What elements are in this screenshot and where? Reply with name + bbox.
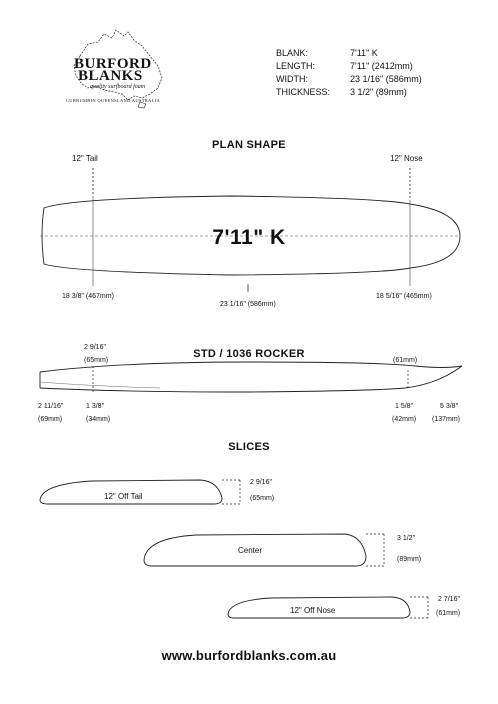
australia-map-logo xyxy=(73,29,163,109)
tail-12-label: 12" Tail xyxy=(72,154,98,163)
spec-label-thickness: THICKNESS: xyxy=(276,87,331,97)
footer-url[interactable]: www.burfordblanks.com.au xyxy=(161,648,337,663)
rocker-inner-line xyxy=(39,381,161,389)
spec-label-width: WIDTH: xyxy=(276,74,308,84)
slice-nose-dim-inch: 2 7/16" xyxy=(438,596,460,603)
plan-shape-title: PLAN SHAPE xyxy=(212,139,286,151)
tail-width-label: 18 3/8" (467mm) xyxy=(62,293,114,300)
rocker-nose-12-inch: 1 5/8" xyxy=(395,403,414,410)
rocker-deck-line xyxy=(39,361,463,373)
slice-tail-label: 12" Off Tail xyxy=(104,492,143,501)
slice-nose-label: 12" Off Nose xyxy=(290,606,336,615)
center-width-label: 23 1/16" (586mm) xyxy=(220,301,276,308)
spec-value-thickness: 3 1/2" (89mm) xyxy=(350,87,407,97)
spec-label-length: LENGTH: xyxy=(276,61,316,71)
rocker-tail-12-inch: 1 3/8" xyxy=(86,403,105,410)
slice-center-dim-inch: 3 1/2" xyxy=(397,535,416,542)
slice-tail-dim-mm: (65mm) xyxy=(250,495,275,502)
rocker-nose-edge-mm: (137mm) xyxy=(432,416,461,423)
rocker-tail-edge-inch: 2 11/16" xyxy=(38,403,64,410)
spec-labels: BLANK: LENGTH: WIDTH: THICKNESS: xyxy=(276,47,330,99)
nose-width-label: 18 5/16" (465mm) xyxy=(376,293,432,300)
nose-12-label: 12" Nose xyxy=(390,154,423,163)
slices-title: SLICES xyxy=(228,441,270,453)
slice-center-label: Center xyxy=(238,546,263,555)
slice-center-dim-mm: (89mm) xyxy=(397,556,422,563)
spec-label-blank: BLANK: xyxy=(276,48,309,58)
spec-values: 7'11" K 7'11" (2412mm) 23 1/16" (586mm) … xyxy=(350,47,422,99)
slice-center-shape xyxy=(143,533,367,567)
plan-outline xyxy=(41,195,461,276)
rocker-top-left-mm: (65mm) xyxy=(84,357,109,364)
slice-tail-dim-inch: 2 9/16" xyxy=(250,479,272,486)
spec-value-length: 7'11" (2412mm) xyxy=(350,61,413,71)
rocker-bottom-line xyxy=(39,365,463,393)
brand-location: CURRUMBIN QUEENSLAND AUSTRALIA xyxy=(66,98,161,103)
slice-nose-dim-mm: (61mm) xyxy=(436,610,461,617)
rocker-tail-12-mm: (34mm) xyxy=(86,416,111,423)
brand-name-line1: BURFORD xyxy=(74,56,152,72)
rocker-top-left-inch: 2 9/16" xyxy=(84,344,106,351)
rocker-nose-12-mm: (42mm) xyxy=(392,416,417,423)
brand-tagline: quality surfboard foam xyxy=(90,84,146,90)
rocker-nose-edge-inch: 5 3/8" xyxy=(440,403,459,410)
rocker-title: STD / 1036 ROCKER xyxy=(193,348,305,360)
rocker-tail-edge-mm: (69mm) xyxy=(38,416,63,423)
board-model-label: 7'11" K xyxy=(212,226,286,249)
spec-value-width: 23 1/16" (586mm) xyxy=(350,74,422,84)
brand-name-line2: BLANKS xyxy=(78,68,143,84)
slice-tail-shape xyxy=(39,479,223,505)
rocker-top-right-mm: (61mm) xyxy=(393,357,418,364)
slice-nose-shape xyxy=(227,596,411,619)
spec-value-blank: 7'11" K xyxy=(350,48,378,58)
